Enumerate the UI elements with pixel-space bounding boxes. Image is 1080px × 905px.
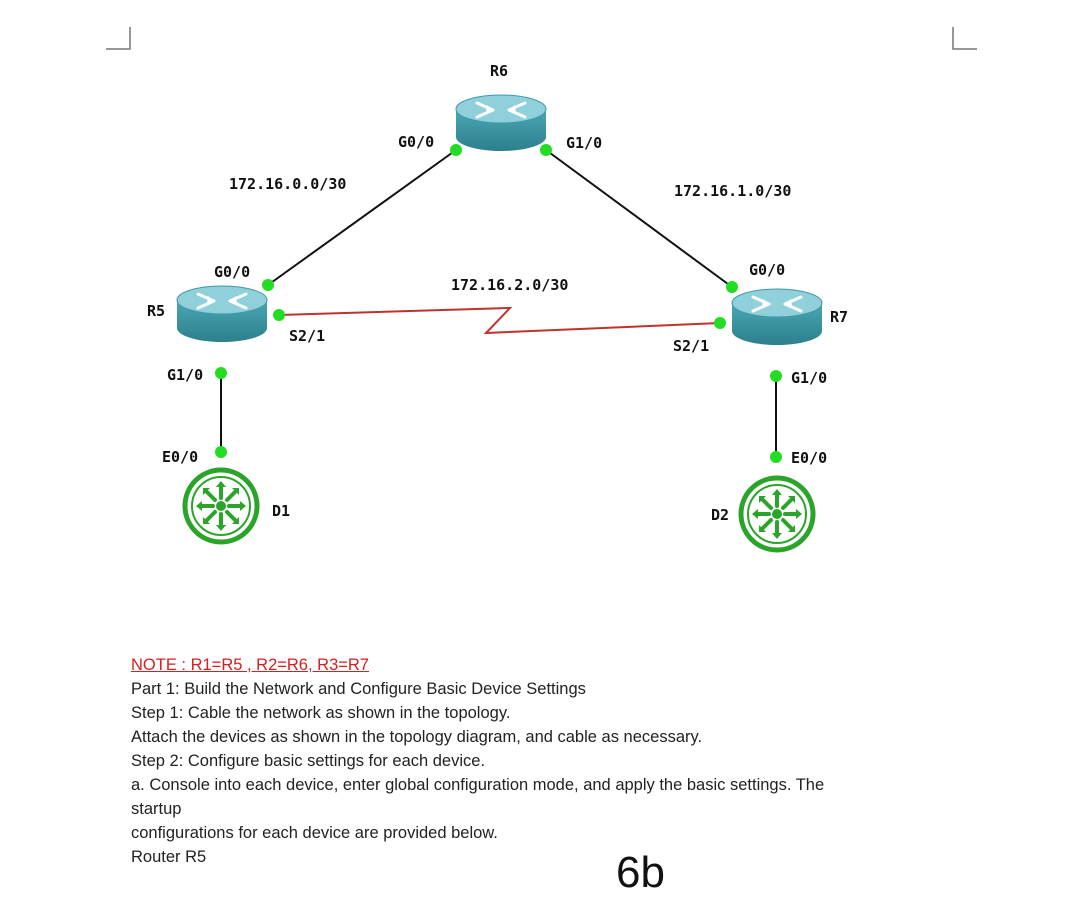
port-r5-g00 [262,279,274,291]
router-r7-icon[interactable] [730,287,824,347]
interface-label-r5-s21: S2/1 [289,327,325,345]
port-r5-s21 [273,309,285,321]
network-label-r5-r7: 172.16.2.0/30 [451,276,568,294]
doc-line-router-r5: Router R5 [131,848,207,866]
doc-line-step1: Step 1: Cable the network as shown in th… [131,704,511,722]
port-d2-e00 [770,451,782,463]
port-r6-g10 [540,144,552,156]
network-label-r6-r7: 172.16.1.0/30 [674,182,791,200]
port-d1-e00 [215,446,227,458]
interface-label-r5-g10: G1/0 [167,366,203,384]
device-label-r6: R6 [490,62,508,80]
port-r7-s21 [714,317,726,329]
switch-d1-icon[interactable] [185,470,257,542]
port-r6-g00 [450,144,462,156]
crop-mark-left [106,27,131,50]
doc-line-attach: Attach the devices as shown in the topol… [131,728,703,746]
interface-label-r7-g10: G1/0 [791,369,827,387]
interface-label-r7-s21: S2/1 [673,337,709,355]
port-r5-g10 [215,367,227,379]
device-label-d1: D1 [272,502,290,520]
router-r5-icon[interactable] [175,284,269,344]
interface-label-r6-g10: G1/0 [566,134,602,152]
interface-label-r5-g00: G0/0 [214,263,250,281]
device-label-d2: D2 [711,506,729,524]
doc-line-step2: Step 2: Configure basic settings for eac… [131,752,486,770]
device-label-r7: R7 [830,308,848,326]
doc-line-startup: startup [131,800,182,818]
doc-line-part1: Part 1: Build the Network and Configure … [131,680,586,698]
link-r6-r7 [545,149,733,288]
port-indicators [215,144,782,463]
page-label: 6b [616,848,665,897]
instructions-text: NOTE : R1=R5 , R2=R6, R3=R7 Part 1: Buil… [131,653,931,869]
interface-label-d1-e00: E0/0 [162,448,198,466]
network-label-r5-r6: 172.16.0.0/30 [229,175,346,193]
network-topology-diagram: R6 R5 R7 D1 D2 172.16.0.0/30 172.16.1.0/… [147,62,848,640]
router-r6-icon[interactable] [454,93,548,153]
note-line: NOTE : R1=R5 , R2=R6, R3=R7 [131,656,369,674]
crop-mark-right [952,27,977,50]
doc-line-console: a. Console into each device, enter globa… [131,776,825,794]
switch-d2-icon[interactable] [741,478,813,550]
port-r7-g00 [726,281,738,293]
link-r5-r7-serial [278,306,721,335]
port-r7-g10 [770,370,782,382]
interface-label-r6-g00: G0/0 [398,133,434,151]
doc-line-configurations: configurations for each device are provi… [131,824,498,842]
interface-label-r7-g00: G0/0 [749,261,785,279]
interface-label-d2-e00: E0/0 [791,449,827,467]
device-label-r5: R5 [147,302,165,320]
link-r5-r6 [267,149,457,286]
